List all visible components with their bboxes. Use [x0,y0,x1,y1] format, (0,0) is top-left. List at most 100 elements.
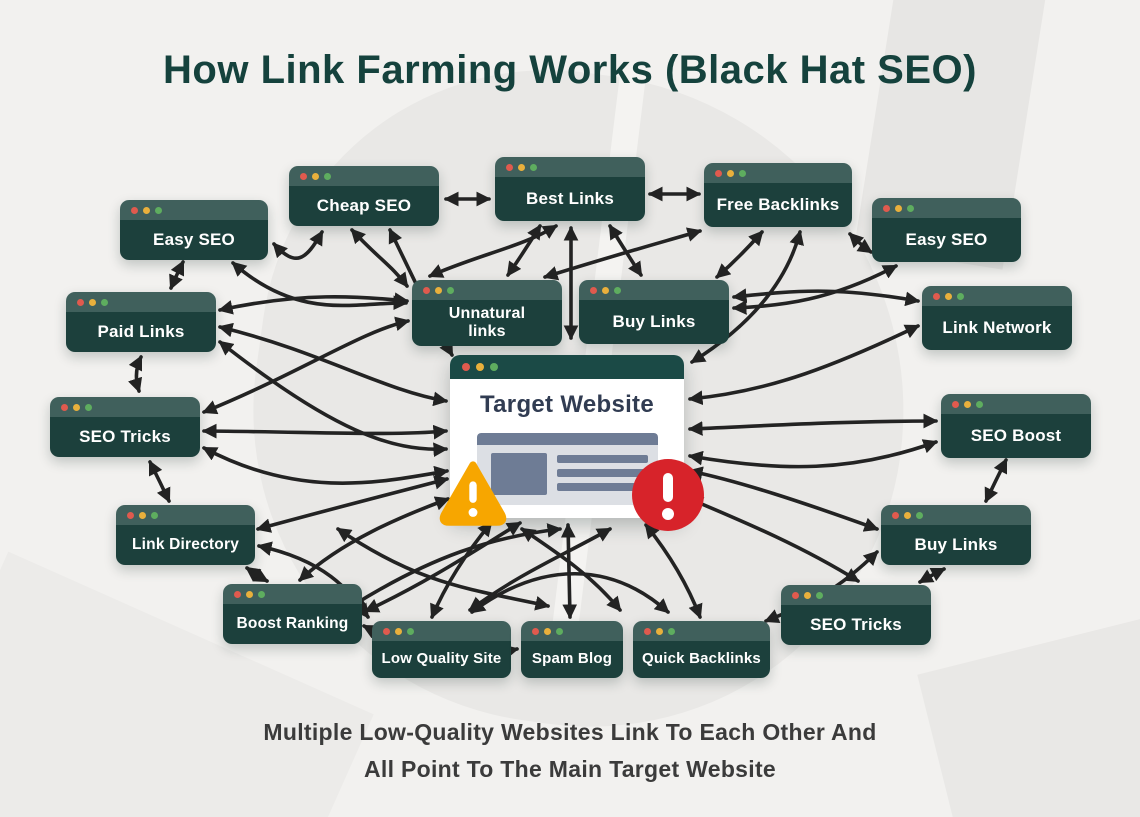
window-body: Spam Blog [521,641,623,678]
window-titlebar [941,394,1091,414]
window-label: SEO Boost [970,426,1062,446]
window-label: Best Links [526,189,614,209]
window-label: Link Network [942,318,1052,338]
yellow-dot-icon [476,363,484,371]
yellow-dot-icon [544,627,551,635]
yellow-dot-icon [312,172,319,180]
window-titlebar [289,166,439,186]
green-dot-icon [490,363,498,371]
red-dot-icon [77,298,84,306]
yellow-dot-icon [804,591,811,599]
window-label: Easy SEO [905,230,988,250]
window-titlebar [372,621,511,641]
target-website-label: Target Website [479,391,655,418]
window-body: SEO Boost [941,414,1091,458]
window-body: Free Backlinks [704,183,852,227]
target-window-titlebar [450,355,684,379]
window-label: Paid Links [97,322,185,342]
window-body: Quick Backlinks [633,641,770,678]
window-titlebar [120,200,268,220]
green-dot-icon [816,591,823,599]
window-body: Paid Links [66,312,216,352]
window-body: Unnatural links [412,300,562,346]
window-label: Link Directory [131,536,240,554]
window-label: Free Backlinks [716,195,840,215]
green-dot-icon [530,163,537,171]
red-dot-icon [933,292,940,300]
green-dot-icon [155,206,162,214]
green-dot-icon [976,400,983,408]
red-dot-icon [590,286,597,294]
red-dot-icon [423,286,430,294]
window-body: SEO Tricks [50,417,200,457]
yellow-dot-icon [895,204,902,212]
site-window-free-backlinks: Free Backlinks [704,163,852,227]
red-dot-icon [61,403,68,411]
green-dot-icon [668,627,675,635]
yellow-dot-icon [518,163,525,171]
window-body: Link Directory [116,525,255,565]
site-window-boost-ranking: Boost Ranking [223,584,362,644]
green-dot-icon [907,204,914,212]
window-label: Easy SEO [153,230,235,250]
window-titlebar [50,397,200,417]
window-body: Cheap SEO [289,186,439,226]
yellow-dot-icon [395,627,402,635]
yellow-dot-icon [964,400,971,408]
window-label: Spam Blog [531,650,613,668]
green-dot-icon [957,292,964,300]
green-dot-icon [739,169,746,177]
window-titlebar [66,292,216,312]
yellow-dot-icon [139,511,146,519]
window-label: Low Quality Site [381,650,502,668]
window-label: Buy Links [914,535,998,555]
site-window-easy-seo-right: Easy SEO [872,198,1021,262]
window-titlebar [781,585,931,605]
yellow-dot-icon [89,298,96,306]
red-dot-icon [127,511,134,519]
yellow-dot-icon [602,286,609,294]
yellow-dot-icon [143,206,150,214]
red-dot-icon [532,627,539,635]
yellow-dot-icon [656,627,663,635]
yellow-dot-icon [904,511,911,519]
window-body: SEO Tricks [781,605,931,645]
circle-exclamation-icon [632,459,704,531]
window-body: Easy SEO [872,218,1021,262]
red-dot-icon [715,169,722,177]
window-titlebar [579,280,729,300]
yellow-dot-icon [73,403,80,411]
caption-line-1: Multiple Low-Quality Websites Link To Ea… [263,719,877,745]
green-dot-icon [407,627,414,635]
window-body: Link Network [922,306,1072,350]
green-dot-icon [258,590,265,598]
window-titlebar [881,505,1031,525]
green-dot-icon [151,511,158,519]
red-dot-icon [644,627,651,635]
window-label: Cheap SEO [316,196,412,216]
caption-line-2: All Point To The Main Target Website [363,756,777,782]
window-titlebar [872,198,1021,218]
window-body: Low Quality Site [372,641,511,678]
green-dot-icon [916,511,923,519]
window-body: Buy Links [579,300,729,344]
red-dot-icon [462,363,470,371]
window-label: SEO Tricks [79,427,171,447]
site-window-paid-links: Paid Links [66,292,216,352]
window-label: Quick Backlinks [642,650,761,668]
window-label: Buy Links [612,312,696,332]
yellow-dot-icon [945,292,952,300]
window-titlebar [704,163,852,183]
site-window-buy-links-right: Buy Links [881,505,1031,565]
red-dot-icon [383,627,390,635]
site-window-link-network: Link Network [922,286,1072,350]
window-titlebar [116,505,255,525]
red-dot-icon [952,400,959,408]
red-dot-icon [300,172,307,180]
red-dot-icon [506,163,513,171]
window-titlebar [412,280,562,300]
green-dot-icon [324,172,331,180]
site-window-seo-boost: SEO Boost [941,394,1091,458]
window-body: Easy SEO [120,220,268,260]
